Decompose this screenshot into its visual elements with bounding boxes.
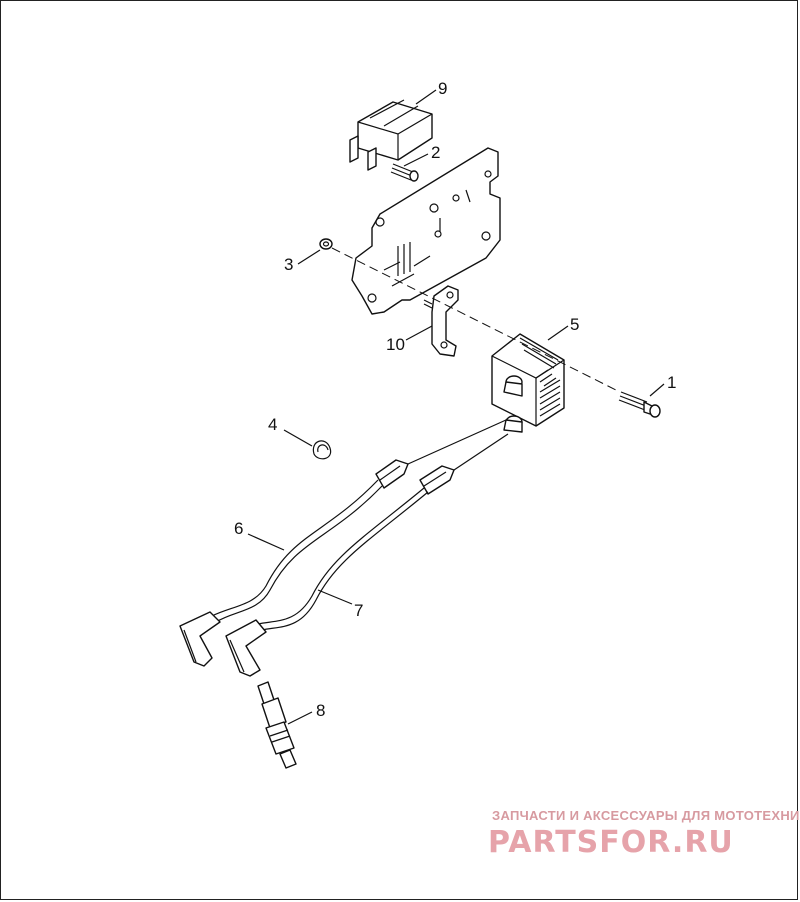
part-spark-plug-wire-6 <box>179 459 409 667</box>
part-nut-3 <box>319 238 333 250</box>
callout-10: 10 <box>386 335 405 354</box>
part-ignition-module <box>349 99 433 171</box>
callout-6: 6 <box>234 519 243 538</box>
watermark: ЗАПЧАСТИ И АКСЕССУАРЫ ДЛЯ МОТОТЕХНИКИ PA… <box>488 808 800 860</box>
part-ignition-coil <box>491 333 565 433</box>
callout-leaders <box>247 89 665 725</box>
assembly-alignment-lines <box>331 247 621 471</box>
callout-8: 8 <box>316 701 325 720</box>
watermark-tagline: ЗАПЧАСТИ И АКСЕССУАРЫ ДЛЯ МОТОТЕХНИКИ <box>492 808 800 823</box>
part-spark-plug-wire-7 <box>225 465 455 677</box>
callout-9: 9 <box>438 79 447 98</box>
callout-7: 7 <box>354 601 363 620</box>
watermark-brand: PARTSFOR.RU <box>488 825 734 860</box>
part-clip-4 <box>312 440 332 460</box>
part-mounting-plate <box>351 147 501 315</box>
callout-5: 5 <box>570 315 579 334</box>
callout-3: 3 <box>284 255 293 274</box>
callout-4: 4 <box>268 415 277 434</box>
part-spark-plug-8 <box>257 681 297 769</box>
callout-1: 1 <box>667 373 676 392</box>
part-bolt-1 <box>618 391 661 418</box>
part-bracket-10 <box>423 285 459 357</box>
callout-2: 2 <box>431 143 440 162</box>
callout-labels: 9 2 3 10 5 1 4 6 7 8 <box>234 79 676 720</box>
part-screw-2 <box>390 163 419 182</box>
